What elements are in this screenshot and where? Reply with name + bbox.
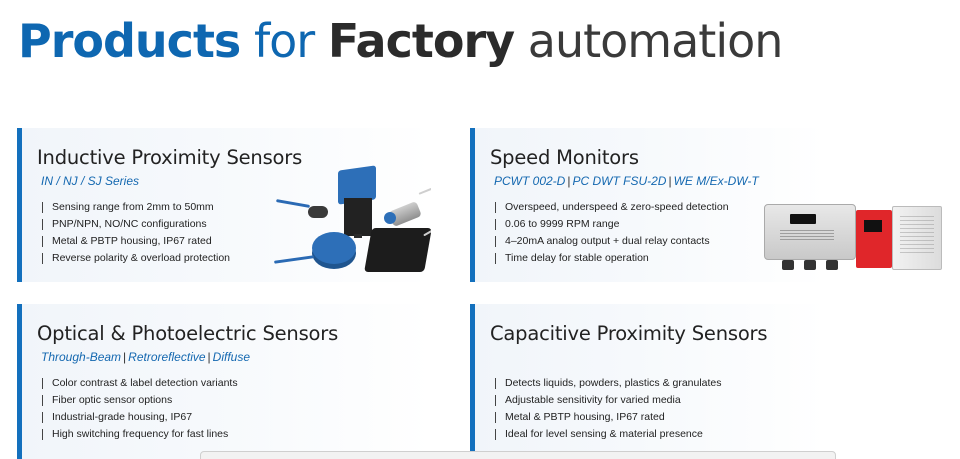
series-item: WE M/Ex-DW-T <box>673 174 759 188</box>
feature-list: Detects liquids, powders, plastics & gra… <box>495 376 722 444</box>
series-item: IN / NJ / SJ Series <box>41 174 140 188</box>
feature-item: Time delay for stable operation <box>495 251 729 268</box>
feature-item: 0.06 to 9999 RPM range <box>495 217 729 234</box>
feature-list: Sensing range from 2mm to 50mm PNP/NPN, … <box>42 200 230 268</box>
feature-item: 4–20mA analog output + dual relay contac… <box>495 234 729 251</box>
card-optical-photoelectric-sensors[interactable]: Optical & Photoelectric Sensors Through-… <box>17 304 431 459</box>
feature-item: Detects liquids, powders, plastics & gra… <box>495 376 722 393</box>
feature-item: Reverse polarity & overload protection <box>42 251 230 268</box>
feature-item: Sensing range from 2mm to 50mm <box>42 200 230 217</box>
card-series: PCWT 002-D|PC DWT FSU-2D|WE M/Ex-DW-T <box>494 174 759 188</box>
feature-item: Metal & PBTP housing, IP67 rated <box>495 410 722 427</box>
card-series: Through-Beam|Retroreflective|Diffuse <box>41 350 251 364</box>
title-word-factory: Factory <box>327 14 515 68</box>
card-inductive-proximity-sensors[interactable]: Inductive Proximity Sensors IN / NJ / SJ… <box>17 128 431 282</box>
card-title: Optical & Photoelectric Sensors <box>37 322 339 345</box>
card-title: Inductive Proximity Sensors <box>37 146 303 169</box>
feature-item: Ideal for level sensing & material prese… <box>495 427 722 444</box>
feature-item: Color contrast & label detection variant… <box>42 376 238 393</box>
feature-item: Adjustable sensitivity for varied media <box>495 393 722 410</box>
feature-item: Metal & PBTP housing, IP67 rated <box>42 234 230 251</box>
horizontal-scrollbar[interactable] <box>200 451 836 459</box>
title-word-products: Products <box>18 14 241 68</box>
feature-item: Overspeed, underspeed & zero-speed detec… <box>495 200 729 217</box>
card-capacitive-proximity-sensors[interactable]: Capacitive Proximity Sensors Detects liq… <box>470 304 825 459</box>
feature-item: High switching frequency for fast lines <box>42 427 238 444</box>
feature-list: Color contrast & label detection variant… <box>42 376 238 444</box>
title-word-automation: automation <box>527 14 784 68</box>
series-item: Through-Beam <box>41 350 122 364</box>
title-word-for: for <box>253 14 315 68</box>
feature-item: Industrial-grade housing, IP67 <box>42 410 238 427</box>
series-item: Diffuse <box>212 350 251 364</box>
feature-list: Overspeed, underspeed & zero-speed detec… <box>495 200 729 268</box>
series-item: PCWT 002-D <box>494 174 566 188</box>
card-series: IN / NJ / SJ Series <box>41 174 139 188</box>
inductive-sensor-image <box>272 158 431 282</box>
card-title: Capacitive Proximity Sensors <box>490 322 768 345</box>
speed-monitor-image <box>760 196 950 276</box>
series-item: PC DWT FSU-2D <box>572 174 667 188</box>
card-title: Speed Monitors <box>490 146 639 169</box>
page-title: Products for Factory automation <box>18 10 784 72</box>
feature-item: Fiber optic sensor options <box>42 393 238 410</box>
series-item: Retroreflective <box>128 350 206 364</box>
feature-item: PNP/NPN, NO/NC configurations <box>42 217 230 234</box>
